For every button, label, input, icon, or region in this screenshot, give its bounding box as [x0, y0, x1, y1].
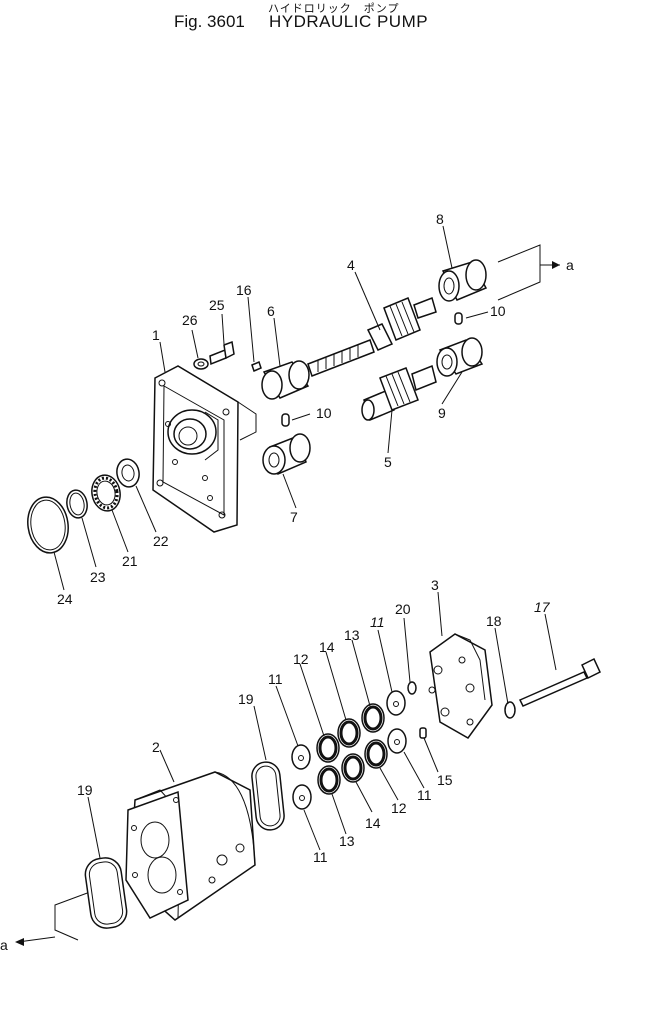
- callout-21: 21: [122, 553, 138, 569]
- bushing-part-7: [262, 433, 311, 476]
- callout-7: 7: [290, 509, 298, 525]
- bushing-part-6: [261, 360, 310, 400]
- seal-part-14-lower: [341, 753, 365, 783]
- snap-ring-part-23: [66, 489, 88, 519]
- callout-26: 26: [182, 312, 198, 328]
- callout-10-lower: 10: [316, 405, 332, 421]
- o-ring-part-20: [407, 681, 417, 695]
- seal-part-12-lower: [364, 739, 388, 769]
- callout-17: 17: [534, 599, 551, 615]
- callout-19-b: 19: [77, 782, 93, 798]
- callout-13-b: 13: [339, 833, 355, 849]
- bushing-part-8: [438, 259, 488, 302]
- callout-11-a: 11: [268, 671, 283, 687]
- callout-5: 5: [384, 454, 392, 470]
- arrow-label-bottom: a: [0, 937, 8, 953]
- drive-shaft-part-4: [307, 297, 437, 377]
- washer-part-18: [504, 701, 516, 719]
- ring-part-24: [27, 496, 69, 554]
- callout-2: 2: [152, 739, 160, 755]
- callout-24: 24: [57, 591, 73, 607]
- dowel-pin-part-10-lower: [281, 413, 290, 427]
- plate-part-11-lower: [292, 784, 312, 810]
- callout-8: 8: [436, 211, 444, 227]
- callout-13-a: 13: [344, 627, 360, 643]
- callout-22: 22: [153, 533, 169, 549]
- callout-12-b: 12: [391, 800, 407, 816]
- seal-part-22: [116, 458, 140, 488]
- callout-19-a: 19: [238, 691, 254, 707]
- callout-11-b: 11: [370, 614, 385, 630]
- bolt-part-25: [209, 340, 235, 366]
- seal-part-13-lower: [317, 765, 341, 795]
- rear-cover-part: [428, 633, 493, 739]
- pin-part-15: [419, 727, 427, 739]
- arrow-label-top: a: [566, 257, 574, 273]
- seal-part-14-upper: [337, 718, 361, 748]
- callout-16: 16: [236, 282, 252, 298]
- callout-3: 3: [431, 577, 439, 593]
- bushing-part-9: [436, 337, 484, 377]
- callout-25: 25: [209, 297, 225, 313]
- callout-9: 9: [438, 405, 446, 421]
- callout-12-a: 12: [293, 651, 309, 667]
- callout-11-c: 11: [417, 787, 432, 803]
- callout-6: 6: [267, 303, 275, 319]
- front-cover-part: [152, 365, 257, 533]
- callout-1: 1: [152, 327, 160, 343]
- pin-part-16: [251, 360, 262, 373]
- gasket-part-19-left: [84, 857, 128, 929]
- seal-part-13-upper: [361, 703, 385, 733]
- callout-14-a: 14: [319, 639, 335, 655]
- figure-title: HYDRAULIC PUMP: [269, 12, 429, 31]
- flow-arrow-bottom: [15, 891, 91, 946]
- callout-10-upper: 10: [490, 303, 506, 319]
- flow-arrow-top: [497, 244, 560, 301]
- callout-15: 15: [437, 772, 453, 788]
- callout-14-b: 14: [365, 815, 381, 831]
- bearing-part-21: [91, 474, 121, 512]
- driven-shaft-part-5: [361, 364, 437, 422]
- dowel-pin-part-10-upper: [454, 312, 463, 325]
- plate-part-11-upper: [386, 690, 406, 716]
- plate-part-11-mid: [291, 744, 311, 770]
- plate-part-11-right: [387, 728, 407, 754]
- washer-part-26: [193, 358, 209, 370]
- title-japanese: ハイドロリック ポンプ: [268, 2, 400, 15]
- pump-body-part: [125, 771, 256, 921]
- leader-lines: [53, 225, 557, 859]
- figure-number: Fig. 3601: [174, 12, 245, 31]
- gasket-part-19-right: [251, 761, 285, 831]
- callout-11-d: 11: [313, 849, 328, 865]
- seal-part-12-upper: [316, 733, 340, 763]
- callout-20: 20: [395, 601, 411, 617]
- callout-4: 4: [347, 257, 355, 273]
- callout-18: 18: [486, 613, 502, 629]
- callout-23: 23: [90, 569, 106, 585]
- bolt-part-17: [518, 657, 601, 707]
